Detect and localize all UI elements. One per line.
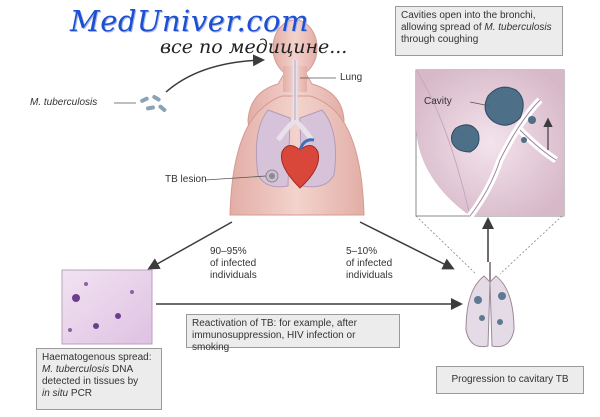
lesion-leader (204, 175, 267, 181)
watermark-subtitle: все по медицине... (160, 36, 348, 58)
watermark-title: MedUniver.com (70, 4, 309, 38)
label-cavity: Cavity (424, 96, 452, 107)
percent-left: 90–95% of infected individuals (210, 246, 257, 281)
cavity-panel (415, 69, 565, 219)
percent-right: 5–10% of infected individuals (346, 246, 393, 281)
reactivation-box: Reactivation of TB: for example, after i… (186, 314, 400, 353)
arrow-to-haematogenous (147, 221, 233, 270)
arrow-to-progression (359, 221, 455, 270)
label-pathogen: M. tuberculosis (30, 97, 98, 108)
progression-box: Progression to cavitary TB (436, 366, 584, 394)
cavities-box: Cavities open into the bronchi, allowing… (395, 6, 563, 56)
tissue-micrograph (61, 269, 153, 345)
label-tb-lesion: TB lesion (165, 174, 207, 185)
haematogenous-box: Haematogenous spread: M. tuberculosis DN… (36, 348, 162, 410)
label-lung: Lung (340, 72, 363, 83)
zoom-line-left (415, 215, 477, 275)
heart (280, 138, 320, 189)
tb-lesion (265, 169, 279, 183)
inhalation-arrow (165, 54, 265, 93)
small-lungs (465, 262, 515, 348)
torso-lungs (255, 60, 336, 188)
bacilli (140, 95, 167, 112)
zoom-line-right (499, 215, 563, 275)
